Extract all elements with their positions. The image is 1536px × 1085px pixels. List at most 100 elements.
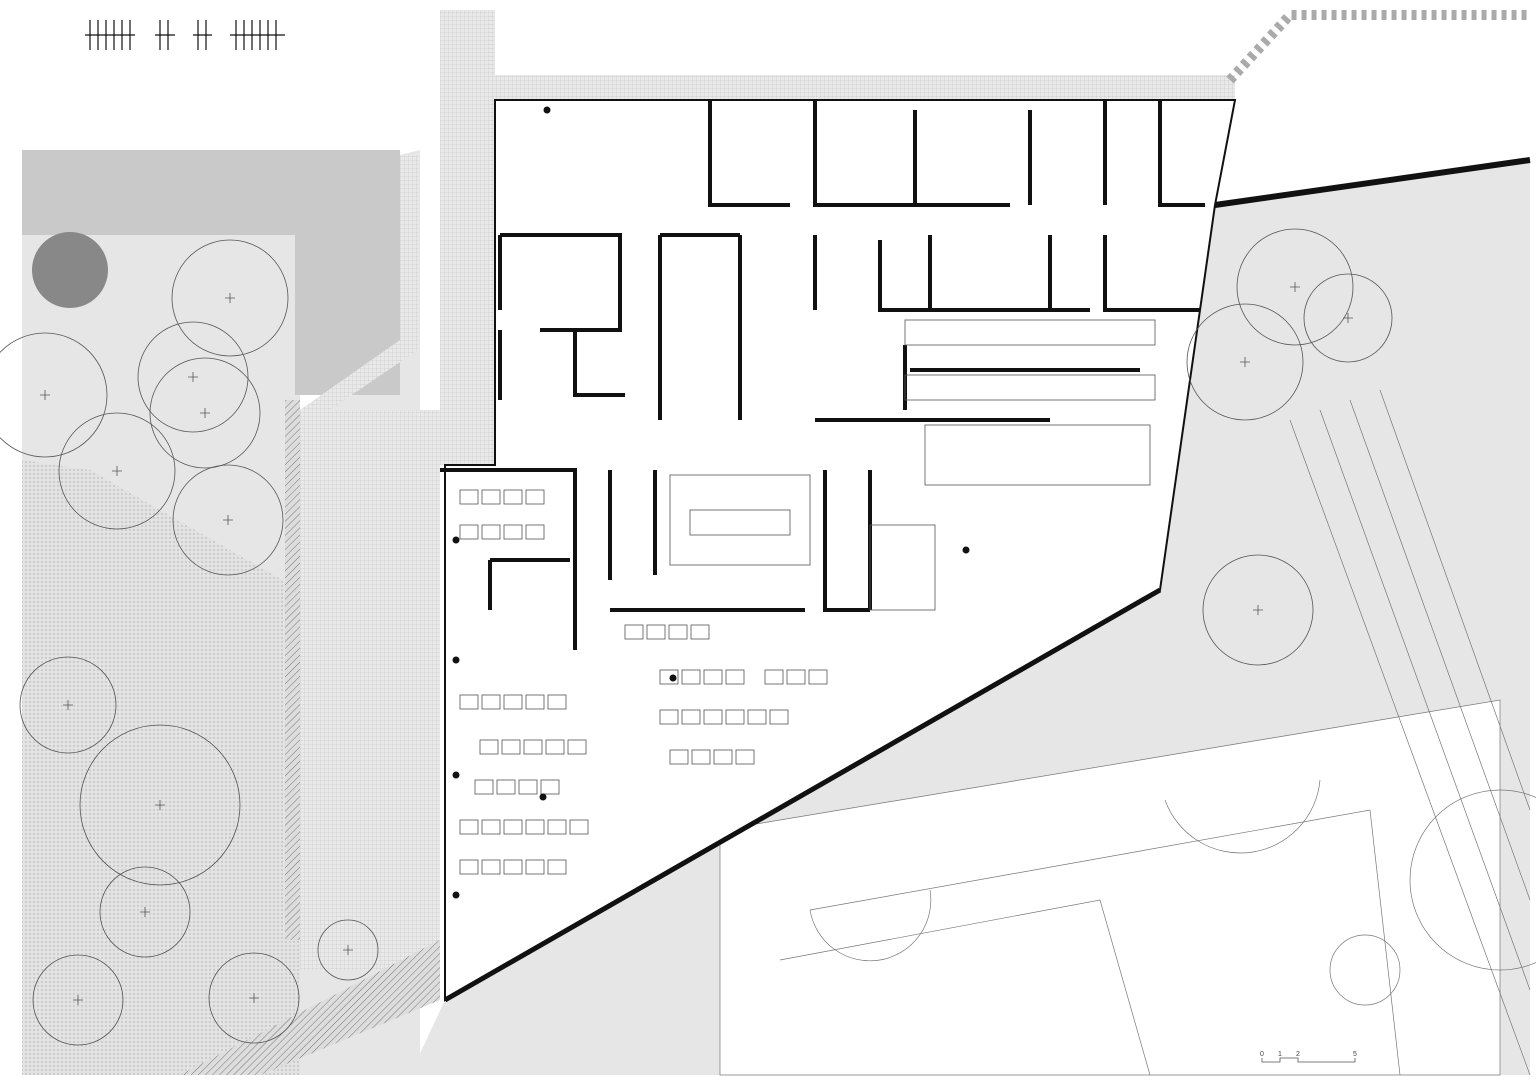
column xyxy=(962,546,970,554)
tree-trunk-marker xyxy=(225,293,235,303)
table xyxy=(681,669,701,685)
table xyxy=(525,489,545,505)
bicycle-legend-icon xyxy=(85,20,285,50)
table xyxy=(459,694,479,710)
table xyxy=(481,524,501,540)
table xyxy=(459,819,479,835)
structural-columns xyxy=(452,106,970,899)
tree-trunk-marker xyxy=(140,907,150,917)
north-strip xyxy=(495,75,1235,100)
table xyxy=(479,739,499,755)
scale-bar: 0 1 2 5 xyxy=(1260,1051,1357,1063)
tree-trunk-marker xyxy=(200,408,210,418)
tree-canopy xyxy=(208,952,300,1044)
tree-canopy xyxy=(99,866,191,958)
table xyxy=(525,859,545,875)
table xyxy=(769,709,789,725)
column xyxy=(669,674,677,682)
table xyxy=(691,749,711,765)
tree-trunk-marker xyxy=(343,945,353,955)
facade-wall-south xyxy=(443,587,1162,1003)
table xyxy=(525,694,545,710)
tree-canopy-filled xyxy=(32,232,108,308)
entrance-paving xyxy=(440,10,495,465)
tree-trunk-marker xyxy=(1240,357,1250,367)
tree-canopy xyxy=(137,321,249,433)
tree-trunk-marker xyxy=(1253,605,1263,615)
scale-label-1: 1 xyxy=(1278,1051,1282,1058)
table xyxy=(540,779,560,795)
facade-wall-east xyxy=(1214,157,1531,208)
tree-canopy xyxy=(1303,273,1393,363)
tree-canopy xyxy=(1236,228,1354,346)
tree-trunk-marker xyxy=(63,700,73,710)
tree-trunk-marker xyxy=(188,372,198,382)
tree-trunk-marker xyxy=(155,800,165,810)
table xyxy=(525,524,545,540)
table xyxy=(459,489,479,505)
tree-canopy xyxy=(171,239,289,357)
table xyxy=(713,749,733,765)
tree-trunk-marker xyxy=(223,515,233,525)
tree-canopy xyxy=(1186,303,1304,421)
table xyxy=(459,524,479,540)
tree-canopy xyxy=(149,357,261,469)
tree-canopy xyxy=(58,412,176,530)
column xyxy=(452,656,460,664)
table xyxy=(547,694,567,710)
table xyxy=(474,779,494,795)
scale-label-2: 2 xyxy=(1296,1051,1300,1058)
table xyxy=(786,669,806,685)
table xyxy=(481,694,501,710)
table xyxy=(668,624,688,640)
table xyxy=(764,669,784,685)
hatched-wall xyxy=(285,400,300,940)
paved-path xyxy=(300,155,418,430)
ramp-hatch xyxy=(180,940,440,1075)
table xyxy=(523,739,543,755)
tree-canopy xyxy=(1202,554,1314,666)
dining-tables xyxy=(459,489,828,875)
access-stair-stripes xyxy=(1226,10,1530,84)
table xyxy=(725,709,745,725)
column xyxy=(539,793,547,801)
table xyxy=(703,709,723,725)
table xyxy=(501,739,521,755)
table xyxy=(481,819,501,835)
table xyxy=(459,859,479,875)
tree-canopy xyxy=(0,332,108,458)
table xyxy=(569,819,589,835)
tree-canopy xyxy=(172,464,284,576)
tree-canopy xyxy=(32,954,124,1046)
table xyxy=(681,709,701,725)
terrace-paving xyxy=(300,410,440,970)
table xyxy=(503,524,523,540)
table xyxy=(747,709,767,725)
table xyxy=(481,489,501,505)
tree-trunk-marker xyxy=(1343,313,1353,323)
column xyxy=(452,891,460,899)
column xyxy=(452,771,460,779)
table xyxy=(735,749,755,765)
table xyxy=(624,624,644,640)
scale-label-0: 0 xyxy=(1260,1051,1264,1058)
tree-trunk-marker xyxy=(112,466,122,476)
table xyxy=(503,819,523,835)
table xyxy=(669,749,689,765)
table xyxy=(518,779,538,795)
table xyxy=(703,669,723,685)
tree-canopy xyxy=(79,724,241,886)
table xyxy=(547,859,567,875)
table xyxy=(808,669,828,685)
table xyxy=(503,489,523,505)
table xyxy=(646,624,666,640)
table xyxy=(503,694,523,710)
column xyxy=(452,536,460,544)
kitchen-equipment xyxy=(669,319,1156,611)
tree-trunk-marker xyxy=(73,995,83,1005)
column xyxy=(543,106,551,114)
tree-trunk-marker xyxy=(249,993,259,1003)
sports-field xyxy=(719,699,1501,1076)
